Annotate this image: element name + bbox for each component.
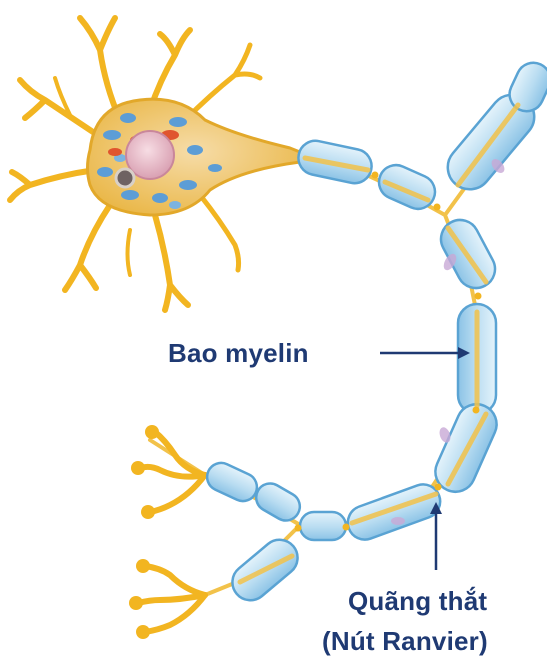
node-of-ranvier-label-line1: Quãng thắt: [348, 586, 487, 617]
arrow-up-icon: [430, 502, 442, 570]
arrow-right-icon: [380, 347, 470, 359]
myelin-sheath-label: Bao myelin: [168, 338, 309, 369]
synaptic-knobs: [129, 425, 159, 639]
nucleolus: [116, 169, 134, 187]
axon-terminals: [138, 432, 205, 632]
node-of-ranvier-label-line2: (Nút Ranvier): [322, 626, 488, 657]
